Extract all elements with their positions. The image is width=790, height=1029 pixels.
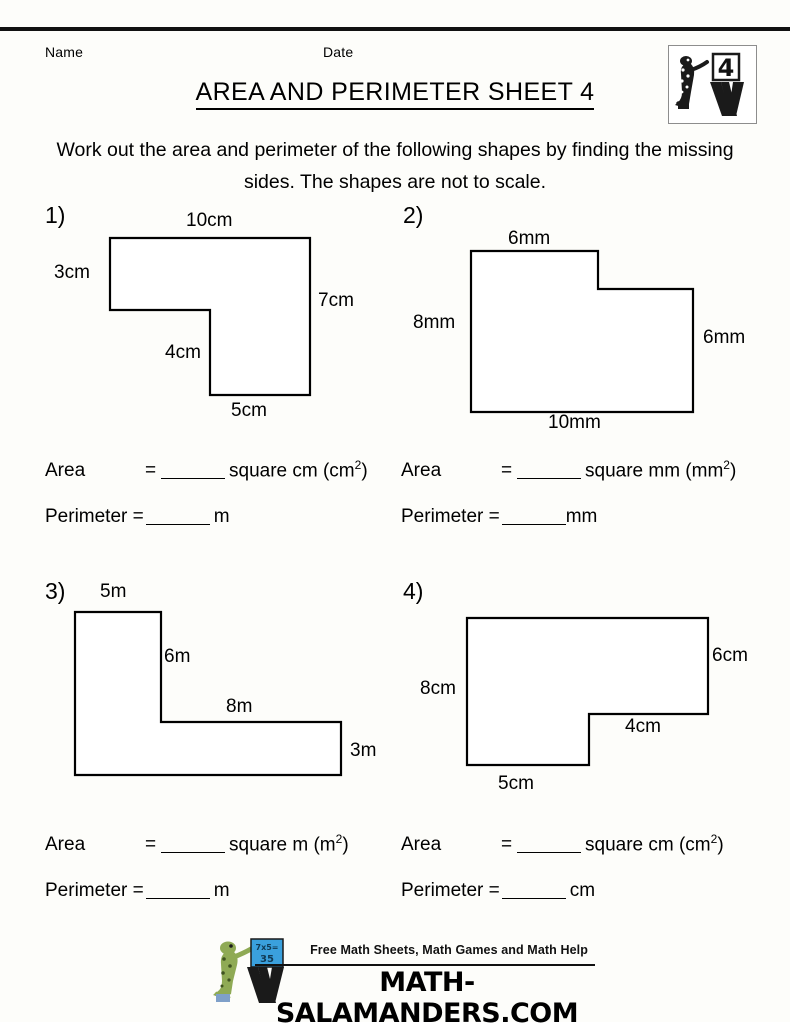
- problem-1-area-label: Area: [45, 460, 86, 482]
- problem-1-area-input[interactable]: [161, 462, 225, 480]
- problem-4-number: 4): [403, 578, 424, 604]
- problem-1-perimeter-row: Perimeter = m: [45, 506, 368, 554]
- problem-3-area-input[interactable]: [161, 836, 225, 854]
- svg-text:7x5=: 7x5=: [256, 943, 279, 952]
- problem-3-area-equals: =: [145, 834, 157, 856]
- problem-3-area-label: Area: [45, 834, 86, 856]
- problem-4-area-row: Area = square cm (cm2): [401, 832, 724, 880]
- problem-1-perimeter-input[interactable]: [145, 508, 210, 525]
- problem-2-label-top: 6mm: [508, 228, 551, 249]
- problem-4-area-label: Area: [401, 834, 442, 856]
- problem-1-area-equals: =: [145, 460, 157, 482]
- problem-3-perimeter-input[interactable]: [145, 882, 210, 899]
- svg-text:35: 35: [260, 954, 274, 965]
- page-title: AREA AND PERIMETER SHEET 4: [0, 78, 790, 110]
- problem-2-perimeter-label: Perimeter =: [401, 506, 500, 527]
- problem-4-area-equals: =: [501, 834, 513, 856]
- problem-3-area-row: Area = square m (m2): [45, 832, 349, 880]
- instruction-text: Work out the area and perimeter of the f…: [56, 139, 734, 193]
- problem-2-area-exponent: 2: [723, 458, 730, 472]
- problem-4-answers: Area = square cm (cm2) Perimeter = cm: [401, 832, 724, 928]
- problem-2-number: 2): [403, 202, 424, 228]
- footer-branding: 7x5= 35 Free Math Sheets, Math Games and…: [205, 935, 597, 1029]
- problem-3-label-inner-horizontal: 8m: [226, 696, 253, 717]
- problem-2-perimeter-input[interactable]: [501, 508, 566, 525]
- problem-3-area-unit: square m (m: [229, 834, 336, 856]
- problem-4-perimeter-label: Perimeter =: [401, 880, 500, 901]
- problem-4-area-input[interactable]: [517, 836, 581, 854]
- problem-4-label-right: 6cm: [712, 645, 748, 666]
- problem-2-label-left: 8mm: [413, 312, 456, 333]
- footer-tagline: Free Math Sheets, Math Games and Math He…: [310, 943, 588, 957]
- date-field-label: Date: [323, 44, 354, 60]
- problem-1-area-exponent: 2: [354, 458, 362, 472]
- problem-1-label-right: 7cm: [318, 290, 354, 311]
- problem-1-shape: [108, 236, 312, 397]
- problem-2-perimeter-row: Perimeter = mm: [401, 506, 736, 554]
- problem-3-number: 3): [45, 578, 66, 604]
- problem-3-area-unit-close: ): [342, 834, 349, 856]
- problem-4-label-inner-horizontal: 4cm: [625, 716, 661, 737]
- problem-4-label-bottom: 5cm: [498, 773, 534, 794]
- problem-3-shape: [73, 610, 343, 777]
- problem-1-label-inner-vertical: 4cm: [165, 342, 201, 363]
- problem-4-label-left: 8cm: [420, 678, 456, 699]
- problem-1-number: 1): [45, 202, 66, 228]
- problem-3-label-right: 3m: [350, 740, 377, 761]
- problem-3-perimeter-unit: m: [213, 880, 230, 901]
- problem-1-perimeter-label: Perimeter =: [45, 506, 144, 527]
- problem-3-perimeter-label: Perimeter =: [45, 880, 144, 901]
- footer-domain-wrap: MATH-SALAMANDERS.COM: [257, 965, 597, 1029]
- problem-1-label-left: 3cm: [54, 262, 90, 283]
- header-rule: [0, 27, 790, 31]
- problem-1-perimeter-unit: m: [213, 506, 230, 527]
- problem-3-label-top: 5m: [100, 581, 127, 602]
- problem-1-area-unit-close: ): [361, 460, 368, 482]
- problem-4-shape: [465, 616, 710, 767]
- problem-2-area-row: Area = square mm (mm2): [401, 458, 736, 506]
- math-salamanders-sheet-logo: 4: [668, 45, 757, 124]
- footer-divider: [255, 964, 595, 966]
- problem-4-area-unit: square cm (cm: [585, 834, 711, 856]
- problem-4-perimeter-row: Perimeter = cm: [401, 880, 724, 928]
- problem-3-answers: Area = square m (m2) Perimeter = m: [45, 832, 349, 928]
- problem-1-label-bottom: 5cm: [231, 400, 267, 421]
- problem-2-perimeter-unit: mm: [565, 506, 598, 527]
- problem-2-area-label: Area: [401, 460, 442, 482]
- problem-2-area-unit: square mm (mm: [585, 460, 724, 482]
- name-field-label: Name: [45, 44, 84, 60]
- problem-3-label-inner-vertical: 6m: [164, 646, 191, 667]
- salamander-with-number-board-icon: 4: [669, 46, 756, 123]
- problem-2-label-bottom: 10mm: [548, 412, 601, 433]
- problem-3-area-exponent: 2: [335, 832, 343, 846]
- problem-4-area-exponent: 2: [710, 832, 718, 846]
- problem-2-area-input[interactable]: [517, 462, 581, 480]
- problem-4-perimeter-unit: cm: [569, 880, 596, 901]
- footer-domain: MATH-SALAMANDERS.COM: [275, 967, 579, 1029]
- problem-1-answers: Area = square cm (cm2) Perimeter = m: [45, 458, 368, 554]
- problem-2-area-unit-close: ): [729, 460, 737, 482]
- problem-2-label-right: 6mm: [703, 327, 746, 348]
- salamander-with-calculator-icon: 7x5= 35: [213, 938, 284, 1003]
- problem-2-area-equals: =: [501, 460, 513, 482]
- problem-4-perimeter-input[interactable]: [501, 882, 566, 899]
- svg-text:4: 4: [718, 54, 735, 82]
- problem-1-area-row: Area = square cm (cm2): [45, 458, 368, 506]
- problem-1-area-unit: square cm (cm: [229, 460, 355, 482]
- problem-4-area-unit-close: ): [717, 834, 724, 856]
- problem-2-answers: Area = square mm (mm2) Perimeter = mm: [401, 458, 736, 554]
- problem-2-shape: [469, 249, 695, 414]
- problem-1-label-top: 10cm: [186, 210, 233, 231]
- problem-3-perimeter-row: Perimeter = m: [45, 880, 349, 928]
